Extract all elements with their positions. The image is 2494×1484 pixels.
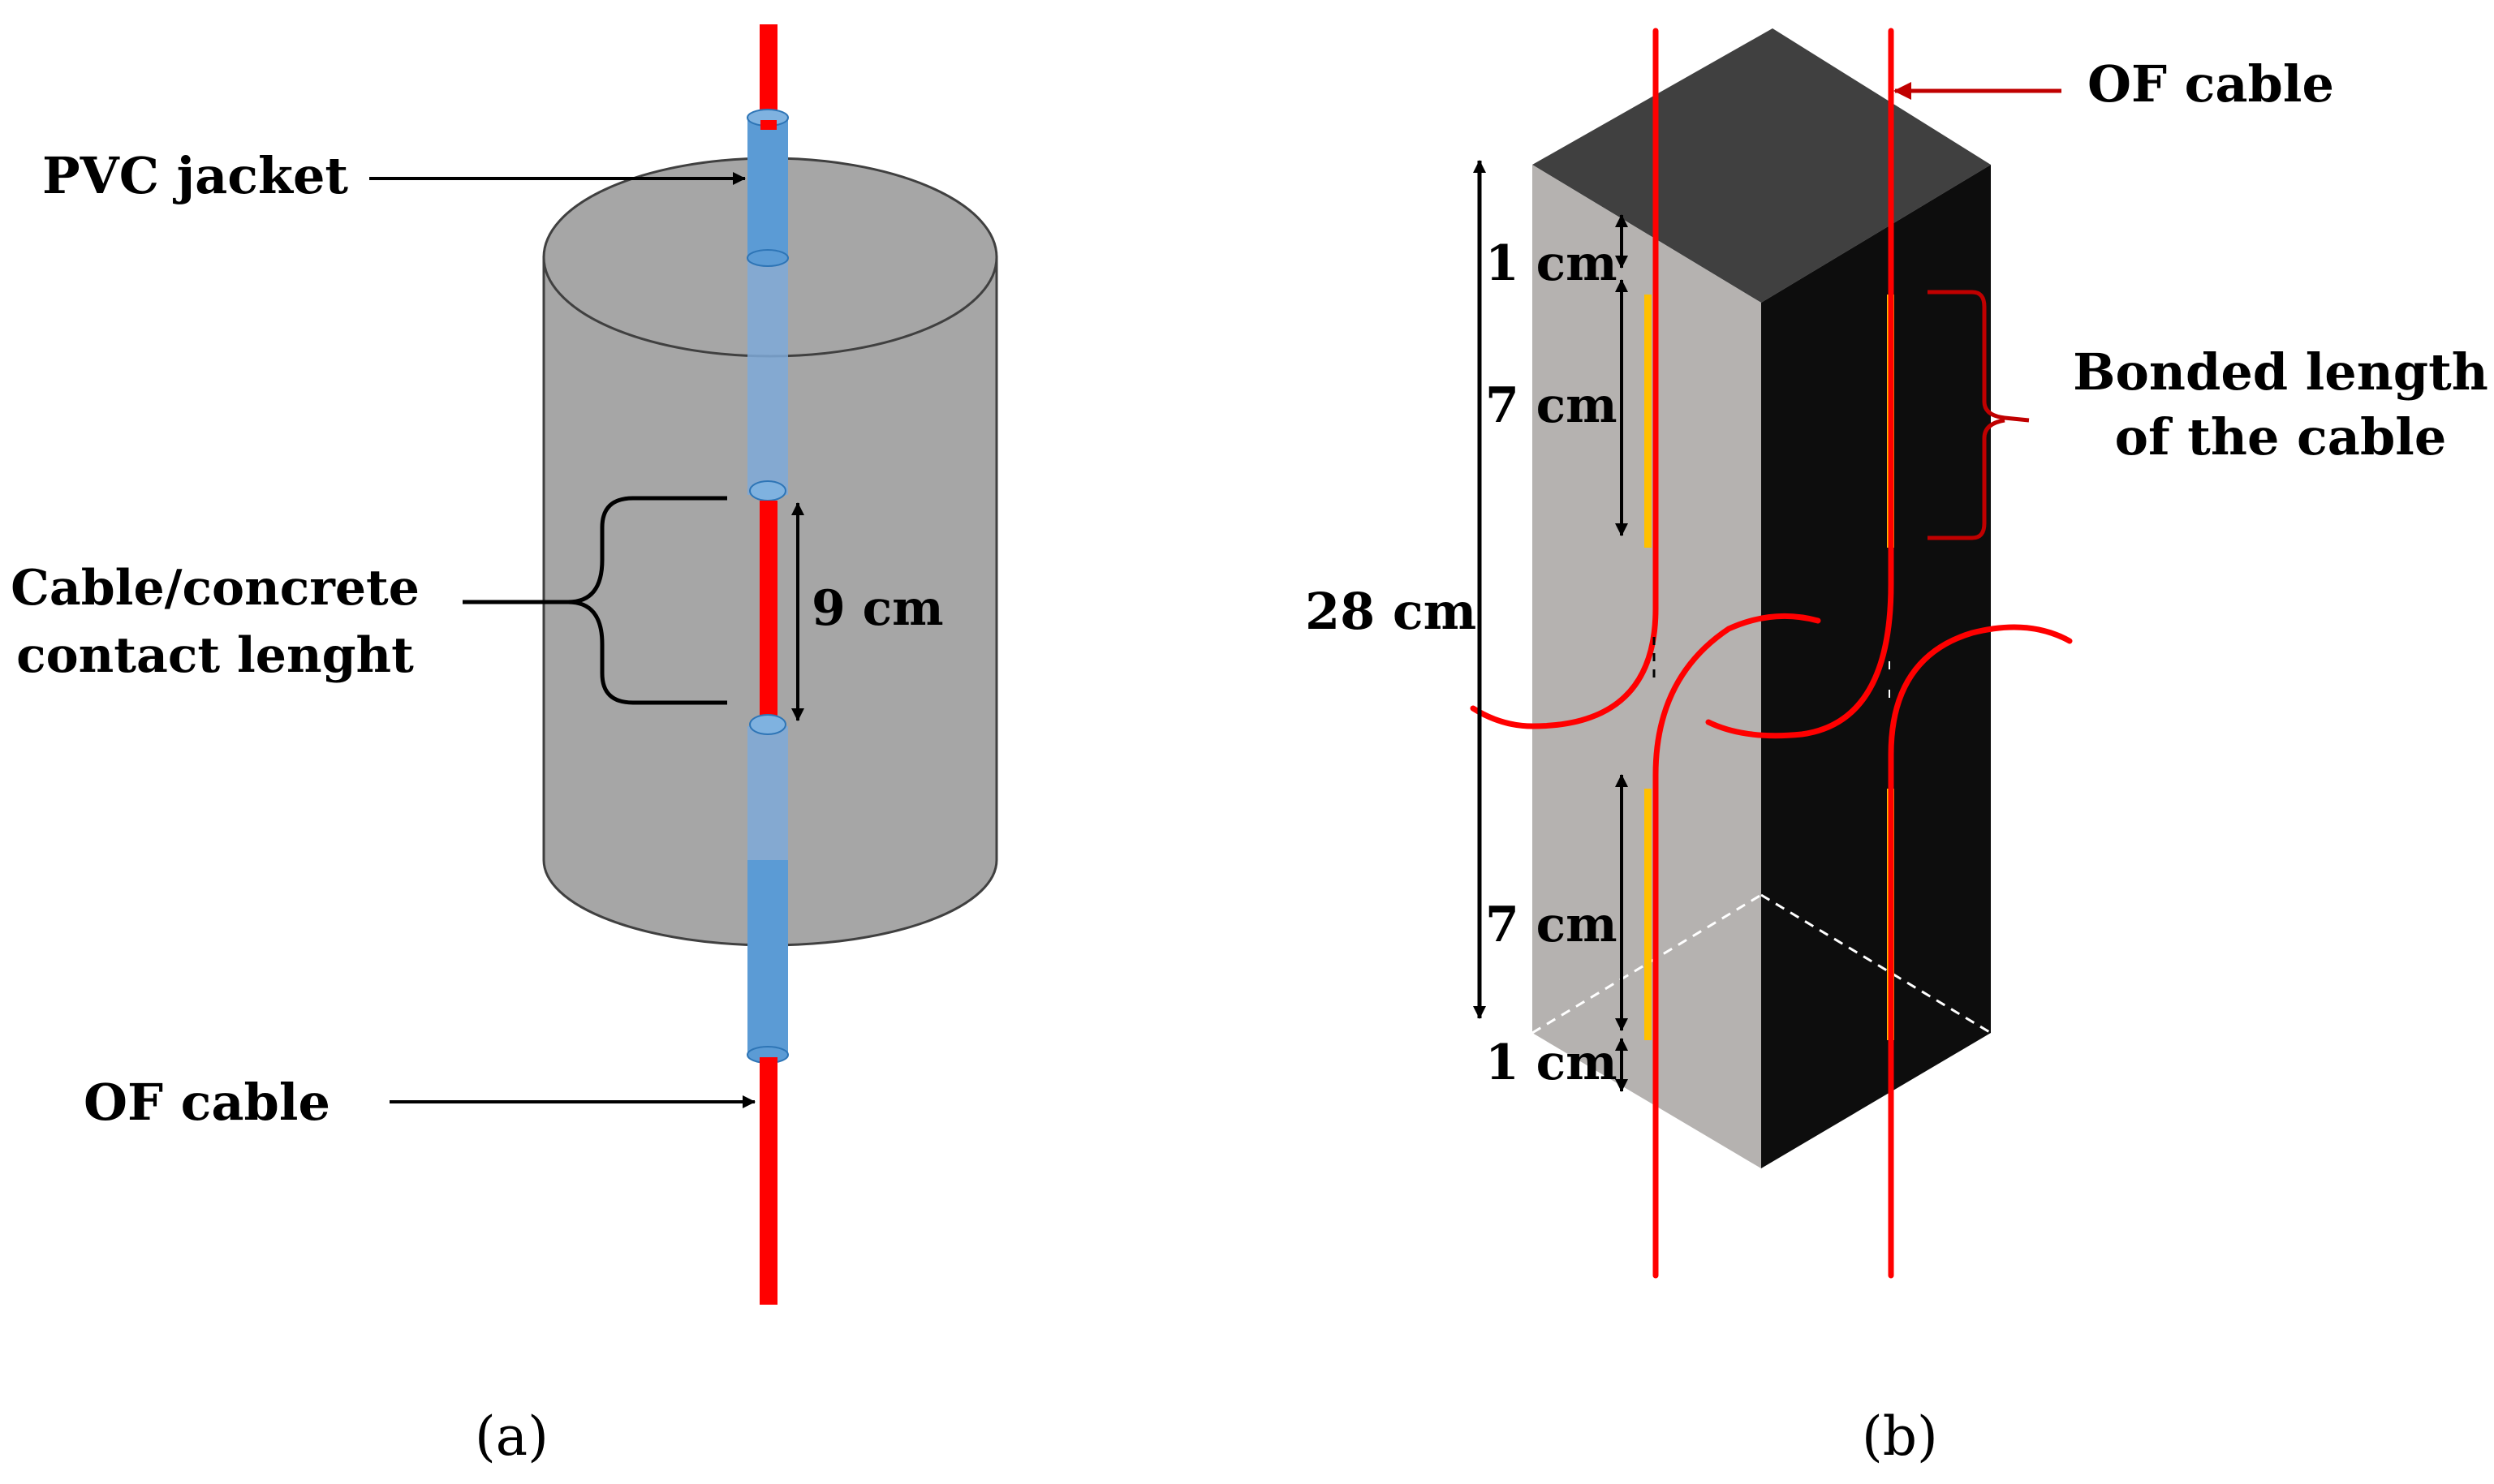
- caption-b: (b): [1862, 1405, 1938, 1468]
- hidden-edges: [1531, 893, 1992, 1034]
- pvc-jacket-lower: [747, 714, 789, 1064]
- dimension-7cm-bottom-label: 7 cm: [1485, 897, 1617, 953]
- bonded-label-line1: Bonded length: [2073, 342, 2488, 402]
- of-cable-label-a: OF cable: [84, 1073, 330, 1132]
- pvc-jacket-label: PVC jacket: [42, 146, 348, 205]
- dimension-9cm-label: 9 cm: [812, 580, 944, 637]
- bonded-label-line2: of the cable: [2115, 407, 2447, 467]
- prism-top-face: [1532, 28, 1991, 303]
- panel-a: PVC jacket Cable/concrete contact lenght…: [11, 24, 998, 1468]
- of-cables-b: [1470, 28, 2073, 1279]
- of-cable-bottom: [760, 1057, 777, 1305]
- of-cable-top: [760, 24, 777, 122]
- dimension-28cm-label: 28 cm: [1305, 582, 1476, 641]
- panel-b: OF cable Bonded length of the cable 28 c…: [1305, 28, 2488, 1468]
- contact-brace: [463, 496, 727, 705]
- bonded-bracket: [1928, 290, 2030, 540]
- caption-a: (a): [475, 1405, 549, 1468]
- prism-right-face: [1761, 165, 1991, 1168]
- contact-label-line2: contact lenght: [16, 627, 414, 684]
- dimension-1cm-bottom-label: 1 cm: [1485, 1034, 1617, 1091]
- of-cable-label-b: OF cable: [2087, 54, 2334, 114]
- dimension-1cm-top-label: 1 cm: [1485, 235, 1617, 292]
- pvc-jacket-upper: [747, 109, 789, 501]
- contact-label-line1: Cable/concrete: [11, 560, 420, 617]
- of-cable-contact: [760, 501, 777, 718]
- dimension-7cm-top-label: 7 cm: [1485, 377, 1617, 434]
